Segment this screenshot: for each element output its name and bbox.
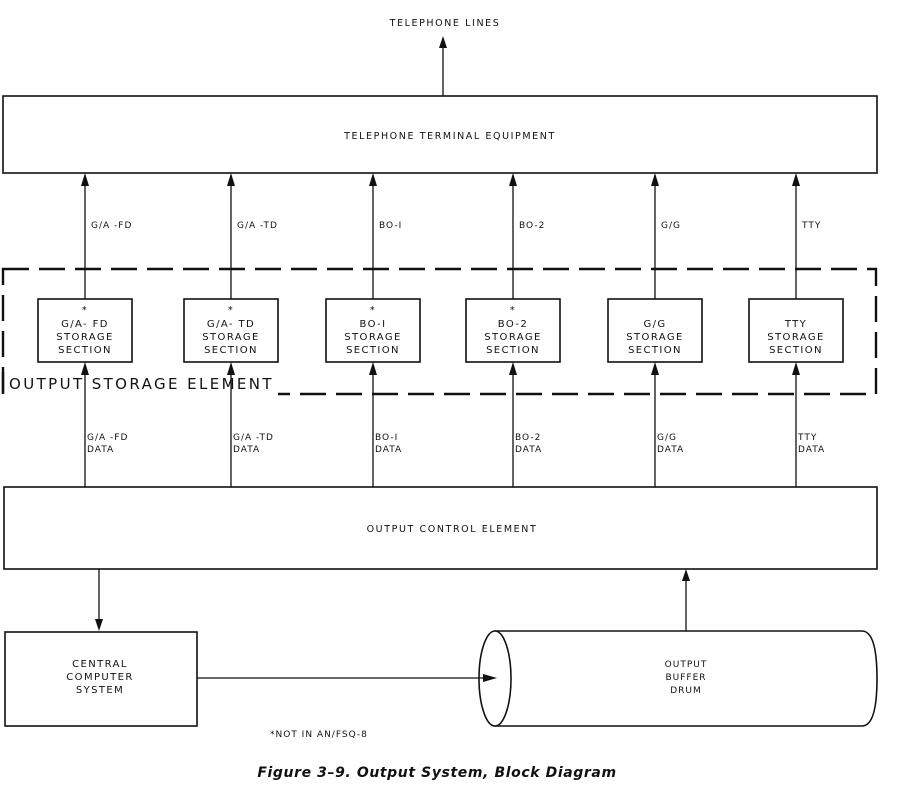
output-storage-element-label: OUTPUT STORAGE ELEMENT — [9, 375, 274, 393]
arrow-head-icon — [369, 362, 377, 375]
channel-data-label: DATA — [87, 445, 114, 455]
computer-label-line-3: SYSTEM — [76, 685, 124, 696]
footnote: *NOT IN AN/FSQ-8 — [270, 730, 368, 740]
channel-output-label: TTY — [801, 221, 821, 231]
storage-section-asterisk: * — [82, 305, 88, 316]
channel-output-label: BO-2 — [519, 221, 545, 231]
computer-to-drum-arrow — [197, 674, 497, 682]
output-storage-element-group — [1, 267, 878, 396]
arrow-head-icon — [227, 362, 235, 375]
storage-section-label: SECTION — [486, 345, 540, 356]
storage-section-label: STORAGE — [56, 332, 113, 343]
arrow-head-icon — [509, 173, 517, 186]
storage-section-box — [607, 298, 703, 363]
channel-data-label: G/A -FD — [87, 433, 128, 443]
group-label-background — [6, 374, 278, 396]
channel-output-label: G/A -FD — [91, 221, 132, 231]
telephone-terminal-equipment-box — [2, 95, 878, 174]
storage-section-label: SECTION — [204, 345, 258, 356]
output-buffer-drum — [478, 630, 878, 727]
figure-caption: Figure 3–9. Output System, Block Diagram — [257, 765, 616, 781]
drum-label-line-1: OUTPUT — [665, 660, 708, 670]
storage-section-label: SECTION — [346, 345, 400, 356]
channel-data-label: DATA — [798, 445, 825, 455]
channel-data-label: DATA — [657, 445, 684, 455]
storage-section-label: STORAGE — [484, 332, 541, 343]
central-computer-system-box — [4, 631, 198, 727]
output-control-element-label: OUTPUT CONTROL ELEMENT — [367, 524, 538, 535]
storage-section-name: BO-I — [360, 319, 387, 330]
storage-section-label: STORAGE — [202, 332, 259, 343]
channel-output-label: G/G — [661, 221, 681, 231]
storage-section-box — [748, 298, 844, 363]
channel-data-label: DATA — [515, 445, 542, 455]
telephone-lines-arrow — [439, 36, 447, 96]
channel-output-label: G/A -TD — [237, 221, 278, 231]
output-control-element-box — [3, 486, 878, 570]
storage-section-box — [465, 298, 561, 363]
storage-section-asterisk: * — [370, 305, 376, 316]
storage-section-name: TTY — [784, 319, 807, 330]
arrow-head-icon — [651, 362, 659, 375]
storage-section-name: G/G — [643, 319, 666, 330]
arrow-head-icon — [227, 173, 235, 186]
storage-section-label: SECTION — [58, 345, 112, 356]
arrow-head-icon — [651, 173, 659, 186]
storage-section-box — [325, 298, 421, 363]
arrow-head-icon — [81, 173, 89, 186]
drum-to-control-arrow — [682, 569, 690, 631]
arrow-head-icon — [509, 362, 517, 375]
channel-data-label: BO-I — [375, 433, 398, 443]
storage-section-asterisk: * — [228, 305, 234, 316]
drum-label-line-2: BUFFER — [665, 673, 706, 683]
telephone-terminal-equipment-label: TELEPHONE TERMINAL EQUIPMENT — [343, 131, 556, 142]
control-to-computer-arrow — [95, 569, 103, 631]
arrow-head-icon — [81, 362, 89, 375]
channels: G/A -FD * G/A- FD STORAGE SECTION G/A -FD DATA… — [37, 173, 844, 487]
storage-section-label: STORAGE — [344, 332, 401, 343]
storage-section-name: G/A- TD — [207, 319, 255, 330]
drum-body — [494, 630, 878, 727]
channel-data-label: DATA — [375, 445, 402, 455]
channel-output-label: BO-I — [379, 221, 402, 231]
storage-section-name: G/A- FD — [61, 319, 109, 330]
channel-data-label: G/G — [657, 433, 677, 443]
storage-section-name: BO-2 — [498, 319, 528, 330]
channel-data-label: BO-2 — [515, 433, 541, 443]
storage-section-label: STORAGE — [626, 332, 683, 343]
storage-section-label: SECTION — [628, 345, 682, 356]
computer-label-line-2: COMPUTER — [66, 672, 133, 683]
computer-label-line-1: CENTRAL — [72, 659, 128, 670]
storage-section-label: SECTION — [769, 345, 823, 356]
arrow-head-icon — [369, 173, 377, 186]
arrow-head-icon — [792, 173, 800, 186]
channel-data-label: DATA — [233, 445, 260, 455]
storage-section-label: STORAGE — [767, 332, 824, 343]
telephone-lines-label: TELEPHONE LINES — [389, 18, 501, 29]
storage-section-asterisk: * — [510, 305, 516, 316]
arrow-head-icon — [792, 362, 800, 375]
channel-data-label: G/A -TD — [233, 433, 274, 443]
channel-data-label: TTY — [797, 433, 817, 443]
drum-label-line-3: DRUM — [670, 686, 702, 696]
